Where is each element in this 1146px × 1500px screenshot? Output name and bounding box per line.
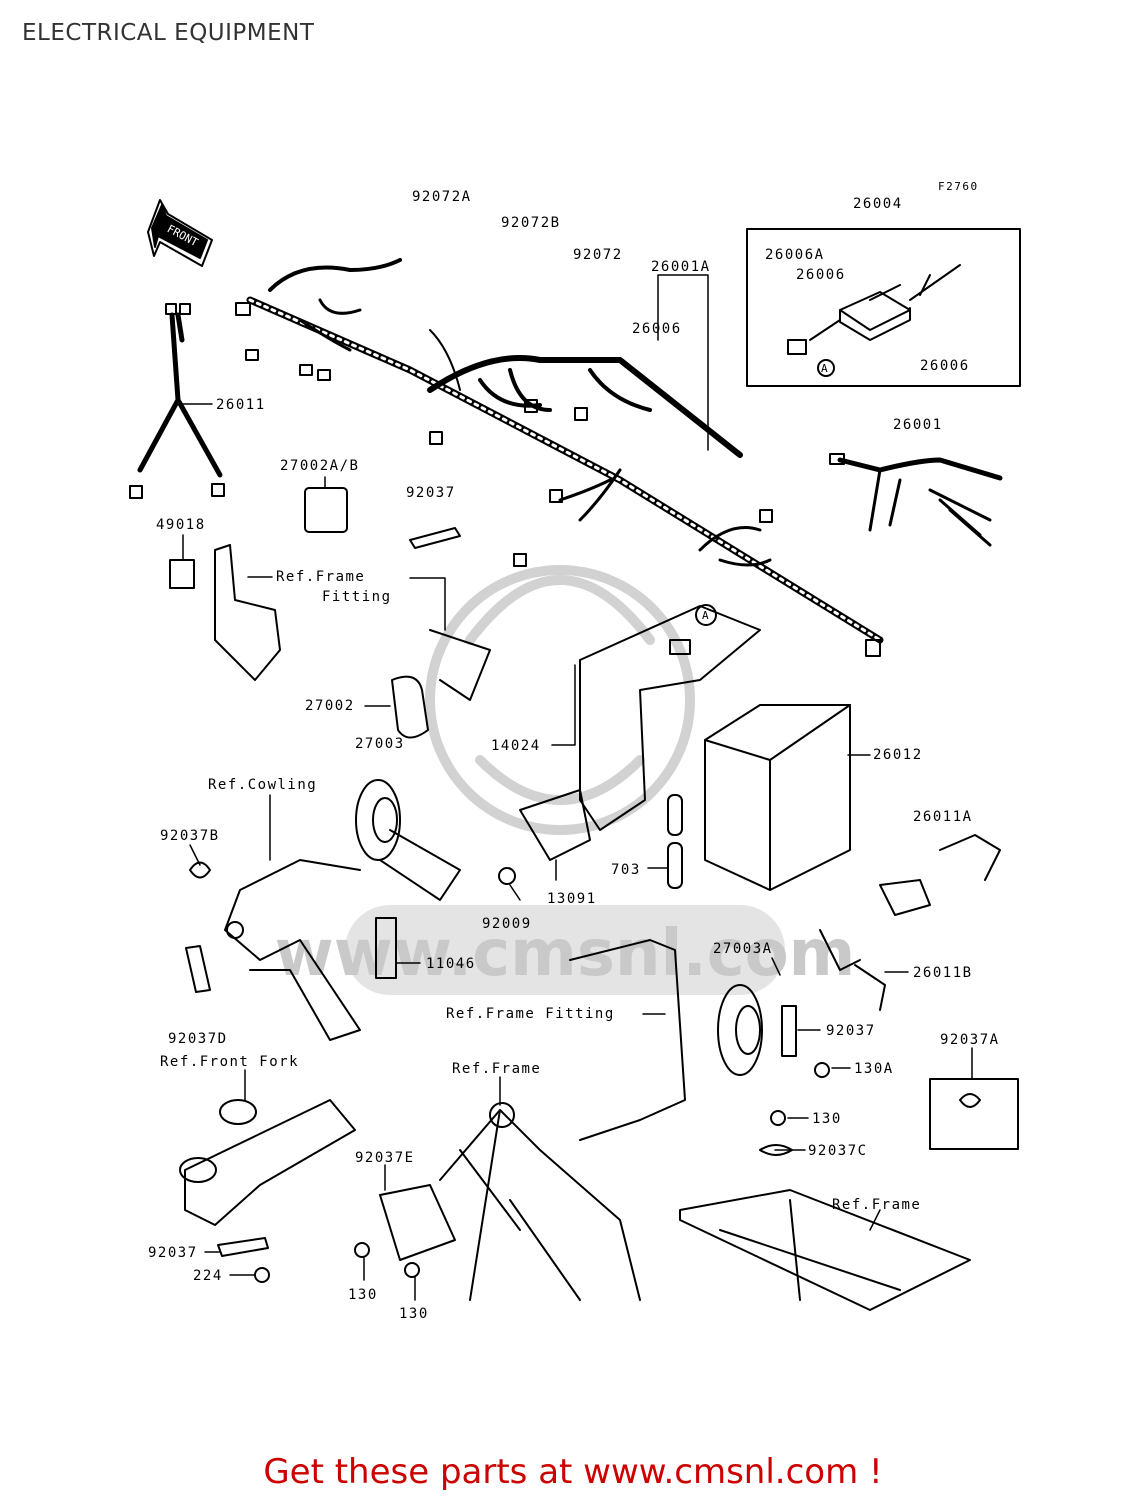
callout-92037a: 92037A [940, 1032, 1000, 1048]
callout-ref-front-fork: Ref.Front Fork [160, 1054, 299, 1070]
callout-27002ab: 27002A/B [280, 458, 359, 474]
callout-26012: 26012 [873, 747, 923, 763]
tube-703-a [667, 794, 683, 836]
callout-27003a: 27003A [713, 941, 773, 957]
clip-11046 [375, 917, 397, 979]
callout-92037: 92037 [406, 485, 456, 501]
page-title: ELECTRICAL EQUIPMENT [22, 20, 315, 46]
front-fork-bracket [179, 1099, 356, 1226]
sub-harness-26011 [129, 303, 225, 499]
callout-26004: 26004 [853, 196, 903, 212]
inset-box-26004 [746, 228, 1021, 387]
callout-27002: 27002 [305, 698, 355, 714]
band-92037-lower [781, 1005, 797, 1057]
bolt-224 [254, 1267, 270, 1283]
bracket-13091 [519, 789, 591, 861]
bolt-130-a [354, 1242, 370, 1258]
tube-703-b [667, 842, 683, 889]
label-a [669, 639, 691, 655]
marker-a [695, 604, 717, 626]
main-frame [439, 1102, 641, 1301]
callout-27003: 27003 [355, 736, 405, 752]
clamp-92037a [959, 1093, 981, 1108]
cover-92037e [379, 1184, 456, 1261]
figure-code: F2760 [938, 180, 979, 193]
callout-92072b: 92072B [501, 215, 561, 231]
bracket-ref-frame [214, 544, 281, 681]
callout-92037b: 92037B [160, 828, 220, 844]
callout-92037e: 92037E [355, 1150, 415, 1166]
sub-harness-26001 [829, 453, 1003, 547]
callout-labels: 92072A 92072B 92072 26001A 26006 26004 2… [148, 189, 1000, 1322]
callout-92037c: 92037C [808, 1143, 868, 1159]
band-92037 [409, 527, 461, 549]
callout-fitting: Fitting [322, 589, 392, 605]
fitting-bracket [429, 629, 491, 701]
callout-92072a: 92072A [412, 189, 472, 205]
relay-27002ab [304, 487, 348, 533]
battery-26012 [704, 704, 851, 891]
callout-92009: 92009 [482, 916, 532, 932]
callout-26011b: 26011B [913, 965, 973, 981]
callout-92037d: 92037D [168, 1031, 228, 1047]
bolt-130a [814, 1062, 830, 1078]
callout-13091: 13091 [547, 891, 597, 907]
screw-92009 [498, 867, 516, 885]
callout-26001: 26001 [893, 417, 943, 433]
bolt-130 [770, 1110, 786, 1126]
callout-ref-frame-fitting: Ref.Frame Fitting [446, 1006, 615, 1022]
footer-link[interactable]: Get these parts at www.cmsnl.com ! [263, 1452, 883, 1492]
callout-130-b: 130 [348, 1287, 378, 1303]
relay-27002 [391, 675, 429, 739]
callout-130-c: 130 [399, 1306, 429, 1322]
callout-ref-frame-2: Ref.Frame [452, 1061, 541, 1077]
clamp-92037b [189, 861, 211, 879]
front-arrow-icon: FRONT [147, 199, 213, 267]
callout-ref-frame: Ref.Frame [276, 569, 365, 585]
callout-26006: 26006 [632, 321, 682, 337]
callout-26006a: 26006A [765, 247, 825, 263]
inset-box-92037a [929, 1078, 1019, 1150]
rear-frame [679, 1189, 971, 1311]
callout-11046: 11046 [426, 956, 476, 972]
horn-27003a [569, 939, 763, 1141]
band-92037d [185, 945, 211, 993]
callout-ref-frame-3: Ref.Frame [832, 1197, 921, 1213]
callout-26011a: 26011A [913, 809, 973, 825]
callout-92072: 92072 [573, 247, 623, 263]
horn-27003 [355, 779, 461, 901]
bolt-130-b [404, 1262, 420, 1278]
callout-92037-b: 92037 [826, 1023, 876, 1039]
lead-26011b [819, 929, 886, 1011]
cowling-bracket [224, 859, 361, 1041]
callout-26011: 26011 [216, 397, 266, 413]
callout-224: 224 [193, 1268, 223, 1284]
band-92037-fork [217, 1237, 269, 1257]
battery-case-14024 [579, 605, 761, 831]
callout-703: 703 [611, 862, 641, 878]
svg-text:A: A [821, 362, 829, 375]
watermark-logo [425, 565, 695, 835]
cdi-unit-icon: A [787, 264, 961, 377]
fuse-49018 [169, 559, 195, 589]
callout-26001a: 26001A [651, 259, 711, 275]
lead-26011a [879, 834, 1001, 916]
svg-text:www.cmsnl.com: www.cmsnl.com [275, 917, 856, 991]
callout-ref-cowling: Ref.Cowling [208, 777, 317, 793]
callout-49018: 49018 [156, 517, 206, 533]
callout-14024: 14024 [491, 738, 541, 754]
callout-92037-c: 92037 [148, 1245, 198, 1261]
watermark-banner: www.cmsnl.com [275, 905, 856, 995]
callout-130: 130 [812, 1111, 842, 1127]
callout-26006-c: 26006 [920, 358, 970, 374]
leader-lines [177, 274, 973, 1301]
callout-26006-b: 26006 [796, 267, 846, 283]
main-harness [235, 258, 884, 657]
callout-130a: 130A [854, 1061, 894, 1077]
svg-text:A: A [702, 609, 710, 622]
